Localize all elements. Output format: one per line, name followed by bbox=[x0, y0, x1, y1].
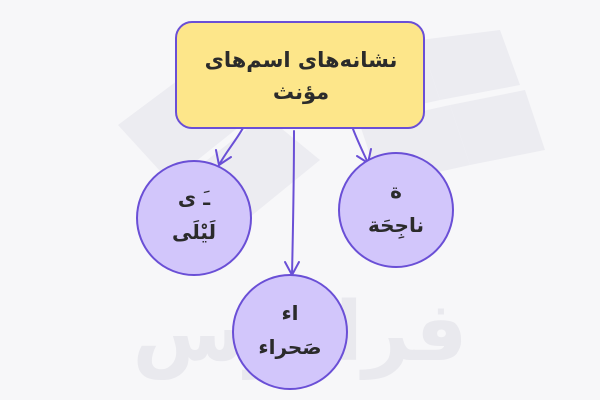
edge-root-bottom bbox=[291, 130, 295, 276]
edges bbox=[215, 127, 372, 276]
leaf-bottom-circle bbox=[232, 274, 348, 390]
leaf-bottom-marker: اء bbox=[281, 301, 299, 325]
root-node-box bbox=[175, 21, 425, 129]
root-node-label: نشانه‌های اسم‌های مؤنث bbox=[204, 48, 398, 104]
edge-root-left-arrowhead bbox=[215, 149, 232, 166]
leaf-bottom-node: اء صَحراء bbox=[232, 296, 348, 364]
leaf-bottom-example: صَحراء bbox=[258, 335, 322, 359]
edge-root-bottom-arrowhead bbox=[284, 261, 300, 276]
leaf-right-example: ناجِحَة bbox=[368, 213, 424, 237]
leaf-right-marker: ة bbox=[390, 179, 402, 203]
leaf-left-example: لَیْلَی bbox=[171, 220, 217, 244]
leaf-right-node: ة ناجِحَة bbox=[338, 174, 454, 242]
edge-root-left bbox=[218, 127, 244, 166]
leaf-right-circle bbox=[338, 152, 454, 268]
leaf-left-circle bbox=[136, 160, 252, 276]
leaf-left-marker: ـَ ی bbox=[177, 186, 211, 210]
leaf-left-node: ـَ ی لَیْلَی bbox=[136, 181, 252, 249]
